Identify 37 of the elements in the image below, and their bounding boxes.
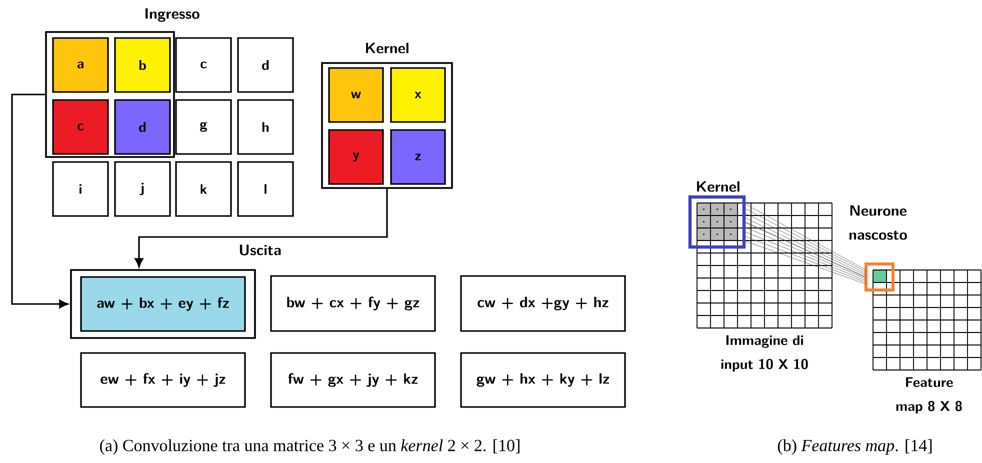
grid-caption: Immagine di input 10 X 10 (721, 335, 808, 372)
connector-lines (744, 203, 866, 284)
output-cell: fw + gx + jy + kz (270, 352, 436, 408)
node-label: Neurone nascosto (849, 205, 907, 240)
matrix-cell: g (175, 99, 232, 155)
matrix-cell: k (175, 161, 232, 217)
matrix-cell: c (175, 37, 232, 93)
matrix-cell: j (114, 161, 171, 217)
matrix-cell: b (114, 37, 171, 93)
matrix-cell: h (237, 99, 294, 155)
matrix-cell: a (52, 37, 109, 93)
output-cell: bw + cx + fy + gz (270, 275, 436, 332)
neuron-square: Neurone nascosto (849, 205, 907, 292)
matrix-heading: Ingresso (146, 8, 200, 22)
output-cell: cw + dx +gy + hz (460, 275, 626, 332)
sliding-window-box (45, 31, 175, 158)
node-label: Kernel (366, 42, 408, 54)
matrix-cell: x (390, 67, 446, 123)
arrow (11, 94, 68, 308)
matrix-cell: z (390, 129, 446, 185)
node-label: Kernel (697, 181, 740, 192)
figure-caption: (b) Features map. [14] (778, 439, 932, 455)
figure-caption: (a) Convoluzione tra una matrice 3 × 3 e un kernel 2 × 2. [10] (100, 439, 520, 455)
matrix-cell: w (328, 67, 384, 123)
matrix-cell: d (114, 99, 171, 155)
matrix-cell: y (328, 129, 384, 185)
output-cell: ew + fx + iy + jz (80, 352, 246, 408)
matrix-cell: l (237, 161, 294, 217)
matrix-cell: d (237, 37, 294, 93)
arrow (134, 188, 388, 268)
matrix-cell: c (52, 99, 109, 155)
output-cell: aw + bx + ey + fz (80, 276, 246, 332)
matrix-cell: i (52, 161, 109, 217)
kernel-square: Kernel (688, 181, 746, 249)
output-cell: gw + hx + ky + lz (460, 352, 626, 408)
node-label: Uscita (240, 244, 281, 256)
grid-caption: Feature map 8 X 8 (896, 377, 962, 414)
